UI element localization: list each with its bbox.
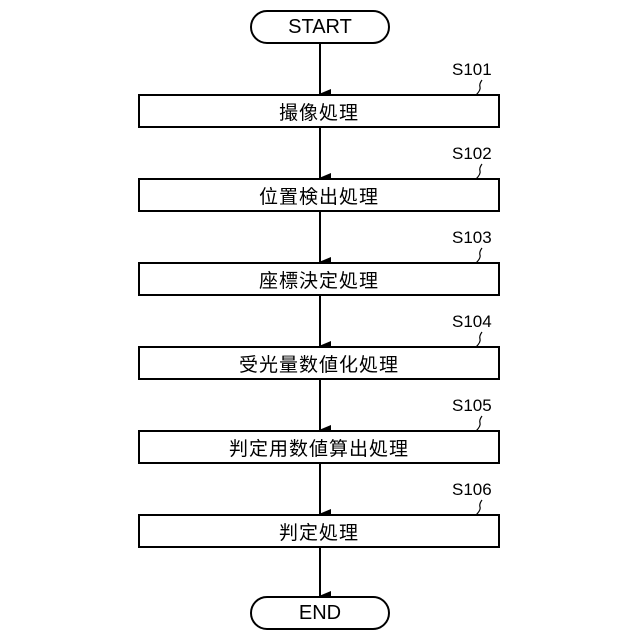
leader-line-s105 (476, 416, 482, 431)
step-id-s105: S105 (452, 396, 492, 416)
process-box-s106: 判定処理 (138, 514, 500, 548)
leader-line-s101 (476, 80, 482, 95)
leader-line-s104 (476, 332, 482, 347)
process-label-s103: 座標決定処理 (259, 266, 379, 293)
process-label-s104: 受光量数値化処理 (239, 350, 399, 377)
process-box-s102: 位置検出処理 (138, 178, 500, 212)
step-id-s106: S106 (452, 480, 492, 500)
leader-line-s106 (476, 500, 482, 515)
leader-line-s103 (476, 248, 482, 263)
process-box-s103: 座標決定処理 (138, 262, 500, 296)
step-id-s103: S103 (452, 228, 492, 248)
start-terminal: START (250, 10, 390, 44)
process-label-s102: 位置検出処理 (259, 182, 379, 209)
process-box-s101: 撮像処理 (138, 94, 500, 128)
step-id-s104: S104 (452, 312, 492, 332)
process-box-s104: 受光量数値化処理 (138, 346, 500, 380)
process-label-s105: 判定用数値算出処理 (229, 434, 409, 461)
end-terminal: END (250, 596, 390, 630)
process-label-s106: 判定処理 (279, 518, 359, 545)
process-label-s101: 撮像処理 (279, 98, 359, 125)
start-label: START (288, 16, 352, 39)
leader-line-s102 (476, 164, 482, 179)
end-label: END (299, 602, 341, 625)
step-id-s102: S102 (452, 144, 492, 164)
step-id-s101: S101 (452, 60, 492, 80)
process-box-s105: 判定用数値算出処理 (138, 430, 500, 464)
